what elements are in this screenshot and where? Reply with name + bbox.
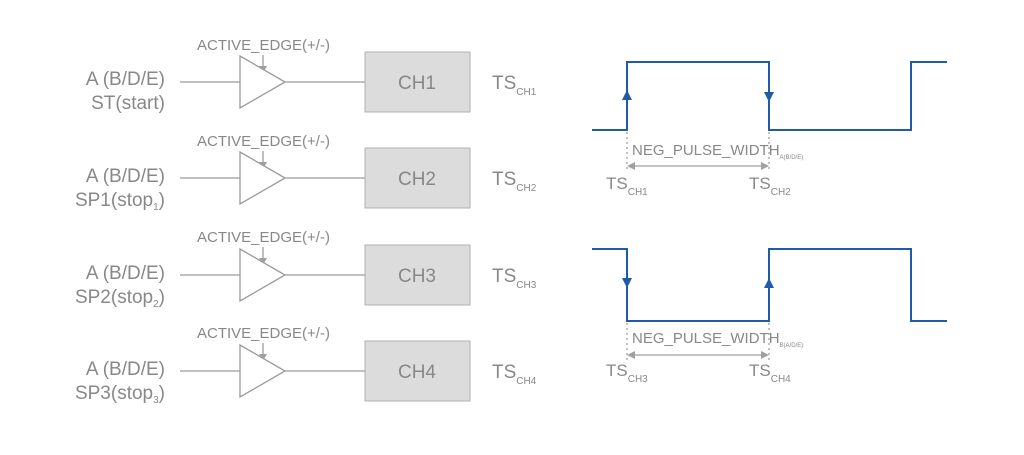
input-label-line2: SP1(stop1) (75, 190, 165, 213)
right-timestamp-label: TSCH4 (749, 361, 791, 385)
active-edge-label: ACTIVE_EDGE(+/-) (197, 133, 330, 150)
channel-box-label: CH4 (398, 362, 436, 383)
buffer-triangle-icon (239, 247, 287, 303)
input-label-line2: SP2(stop2) (75, 287, 165, 310)
input-label-line2: ST(start) (91, 93, 165, 114)
input-label-line1: A (B/D/E) (86, 166, 165, 187)
buffer-triangle-icon (239, 343, 287, 399)
measure-arrow-right-icon (761, 162, 769, 170)
input-label-line1: A (B/D/E) (86, 263, 165, 284)
measure-label: NEG_PULSE_WIDTHA(B/D/E) (632, 142, 803, 161)
measure-label: NEG_PULSE_WIDTHB(A/D/E) (632, 330, 803, 349)
measure-arrow-left-icon (627, 162, 635, 170)
timestamp-label: TSCH3 (492, 266, 537, 291)
waveform-bottom: NEG_PULSE_WIDTHB(A/D/E) TSCH3 TSCH4 (592, 248, 947, 385)
edge-pointer-arrow-icon (259, 258, 267, 265)
measure-arrow-left-icon (627, 351, 635, 359)
input-label-line1: A (B/D/E) (86, 69, 165, 90)
channel-row-1: ACTIVE_EDGE(+/-) A (B/D/E) ST(start) CH1… (86, 37, 537, 114)
rising-edge-arrow-icon (764, 278, 774, 288)
channel-box (364, 244, 471, 306)
right-timestamp-label: TSCH2 (749, 174, 791, 198)
falling-edge-arrow-icon (764, 92, 774, 102)
waveform-top: NEG_PULSE_WIDTHA(B/D/E) TSCH1 TSCH2 (592, 61, 947, 198)
timestamp-label: TSCH4 (492, 362, 537, 387)
left-timestamp-label: TSCH1 (606, 174, 648, 198)
input-label-line2: SP3(stop3) (75, 383, 165, 406)
edge-pointer-arrow-icon (259, 354, 267, 361)
channel-box (364, 340, 471, 402)
active-edge-label: ACTIVE_EDGE(+/-) (197, 37, 330, 54)
falling-edge-arrow-icon (622, 278, 632, 288)
rising-edge-arrow-icon (622, 90, 632, 100)
channel-row-3: ACTIVE_EDGE(+/-) A (B/D/E) SP2(stop2) CH… (75, 229, 537, 310)
channel-box-label: CH2 (398, 169, 436, 190)
buffer-triangle-icon (239, 150, 287, 206)
channel-box-label: CH1 (398, 73, 436, 94)
channel-row-2: ACTIVE_EDGE(+/-) A (B/D/E) SP1(stop1) CH… (75, 133, 537, 213)
input-label-line1: A (B/D/E) (86, 359, 165, 380)
channel-box (364, 51, 471, 113)
measure-arrow-right-icon (761, 351, 769, 359)
left-timestamp-label: TSCH3 (606, 361, 648, 385)
channel-row-4: ACTIVE_EDGE(+/-) A (B/D/E) SP3(stop3) CH… (75, 325, 537, 406)
channel-box-label: CH3 (398, 266, 436, 287)
active-edge-label: ACTIVE_EDGE(+/-) (197, 325, 330, 342)
channel-box (364, 147, 471, 209)
timestamp-label: TSCH1 (492, 73, 537, 98)
active-edge-label: ACTIVE_EDGE(+/-) (197, 229, 330, 246)
timestamp-label: TSCH2 (492, 169, 537, 194)
buffer-triangle-icon (239, 54, 287, 110)
